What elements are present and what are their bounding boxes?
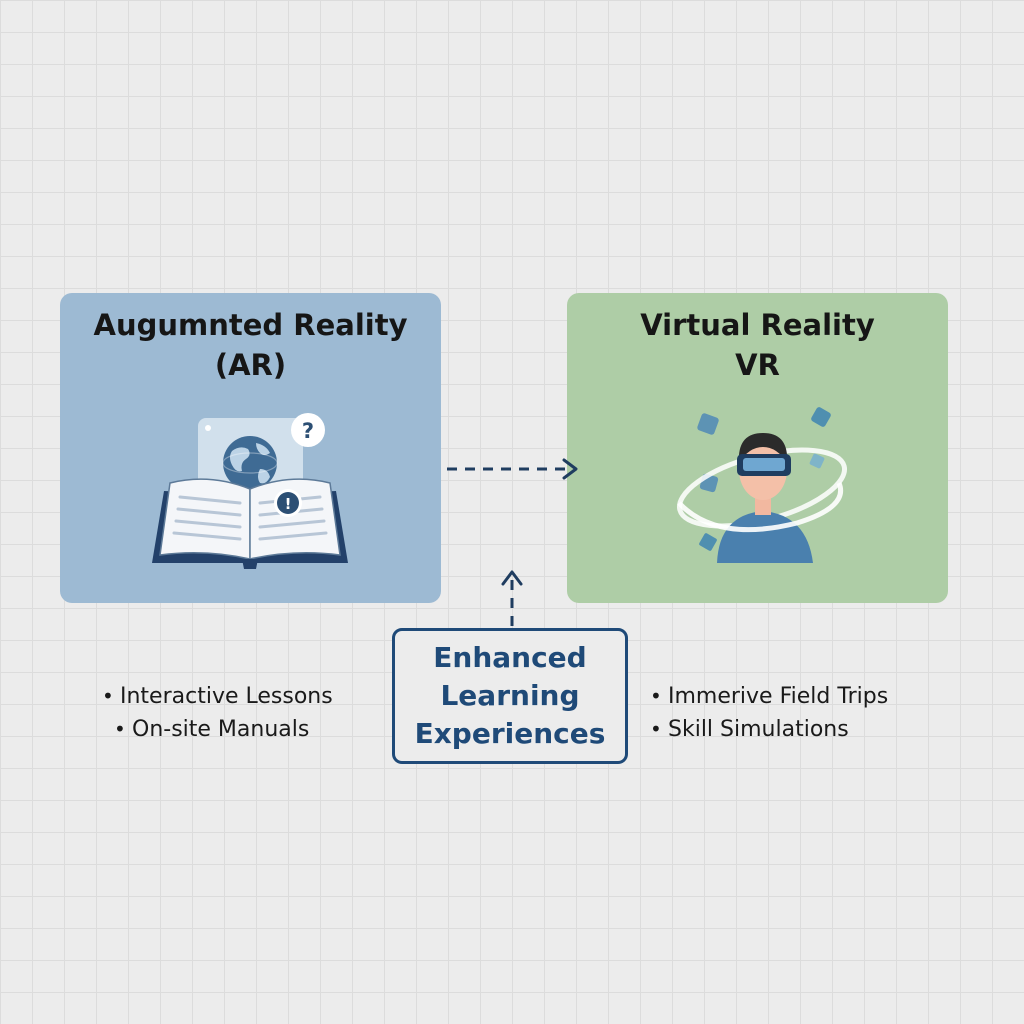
- list-item: On-site Manuals: [102, 713, 333, 746]
- question-bubble-icon: ?: [291, 413, 325, 447]
- list-item: Skill Simulations: [650, 713, 888, 746]
- vr-title-line2: VR: [735, 348, 780, 382]
- vr-illustration: [676, 407, 848, 563]
- svg-text:?: ?: [302, 419, 314, 443]
- center-line1: Enhanced: [433, 641, 587, 674]
- vr-bullet-list: Immerive Field Trips Skill Simulations: [650, 680, 888, 746]
- vr-title-line1: Virtual Reality: [640, 308, 875, 342]
- exclamation-badge-icon: !: [274, 489, 302, 517]
- center-line3: Experiences: [414, 717, 606, 750]
- list-item: Interactive Lessons: [102, 680, 333, 713]
- ar-bullet-list: Interactive Lessons On-site Manuals: [102, 680, 333, 746]
- ar-panel: Augumnted Reality (AR) ?: [60, 293, 441, 603]
- vr-panel-title: Virtual Reality VR: [567, 305, 948, 385]
- ar-title-line2: (AR): [214, 348, 287, 382]
- ar-to-vr-arrow: [447, 458, 578, 480]
- enhanced-learning-box: Enhanced Learning Experiences: [392, 628, 628, 764]
- globe-icon: [222, 436, 278, 490]
- list-item: Immerive Field Trips: [650, 680, 888, 713]
- vr-panel: Virtual Reality VR: [567, 293, 948, 603]
- enhanced-learning-label: Enhanced Learning Experiences: [415, 639, 606, 753]
- center-line2: Learning: [440, 679, 580, 712]
- svg-text:!: !: [285, 495, 292, 513]
- ar-panel-title: Augumnted Reality (AR): [60, 305, 441, 385]
- center-to-panels-arrow: [501, 570, 523, 626]
- ar-title-line1: Augumnted Reality: [93, 308, 408, 342]
- ar-illustration: ? !: [152, 413, 348, 569]
